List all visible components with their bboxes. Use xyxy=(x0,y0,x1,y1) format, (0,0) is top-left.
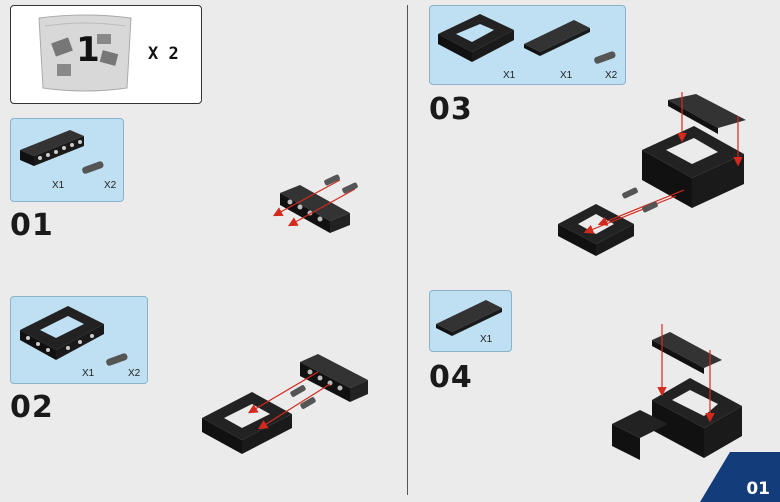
bag-quantity: X 2 xyxy=(148,44,179,64)
step-04-assembly-diagram xyxy=(612,324,742,460)
step-01-qty-2: X2 xyxy=(104,180,117,191)
beam-1x6-icon xyxy=(20,130,84,166)
plate-1x6-icon xyxy=(436,300,502,336)
step-02-qty-2: X2 xyxy=(128,368,141,379)
page-divider xyxy=(407,5,408,495)
step-01-assembly-diagram xyxy=(272,174,358,233)
pin-icon xyxy=(106,353,128,366)
page-corner xyxy=(700,452,780,502)
parts-bag-icon xyxy=(38,14,132,92)
step-03-qty-3: X2 xyxy=(605,70,618,81)
step-03-qty-1: X1 xyxy=(503,70,516,81)
page-number: 01 xyxy=(746,479,770,499)
step-03-number: 03 xyxy=(429,92,473,127)
pin-icon xyxy=(594,51,616,64)
step-04-number: 04 xyxy=(429,360,473,395)
bag-number: 1 xyxy=(76,30,100,70)
step-02-number: 02 xyxy=(10,390,54,425)
frame-brick-icon xyxy=(438,14,514,62)
plate-1x6-icon xyxy=(524,20,590,56)
step-02-assembly-diagram xyxy=(202,354,368,454)
step-01-qty-1: X1 xyxy=(52,180,65,191)
step-01-number: 01 xyxy=(10,208,54,243)
step-02-qty-1: X1 xyxy=(82,368,95,379)
step-03-qty-2: X1 xyxy=(560,70,573,81)
step-03-assembly-diagram xyxy=(558,92,746,256)
frame-brick-icon xyxy=(20,306,104,360)
step-04-qty-1: X1 xyxy=(480,334,493,345)
pin-icon xyxy=(82,161,104,174)
